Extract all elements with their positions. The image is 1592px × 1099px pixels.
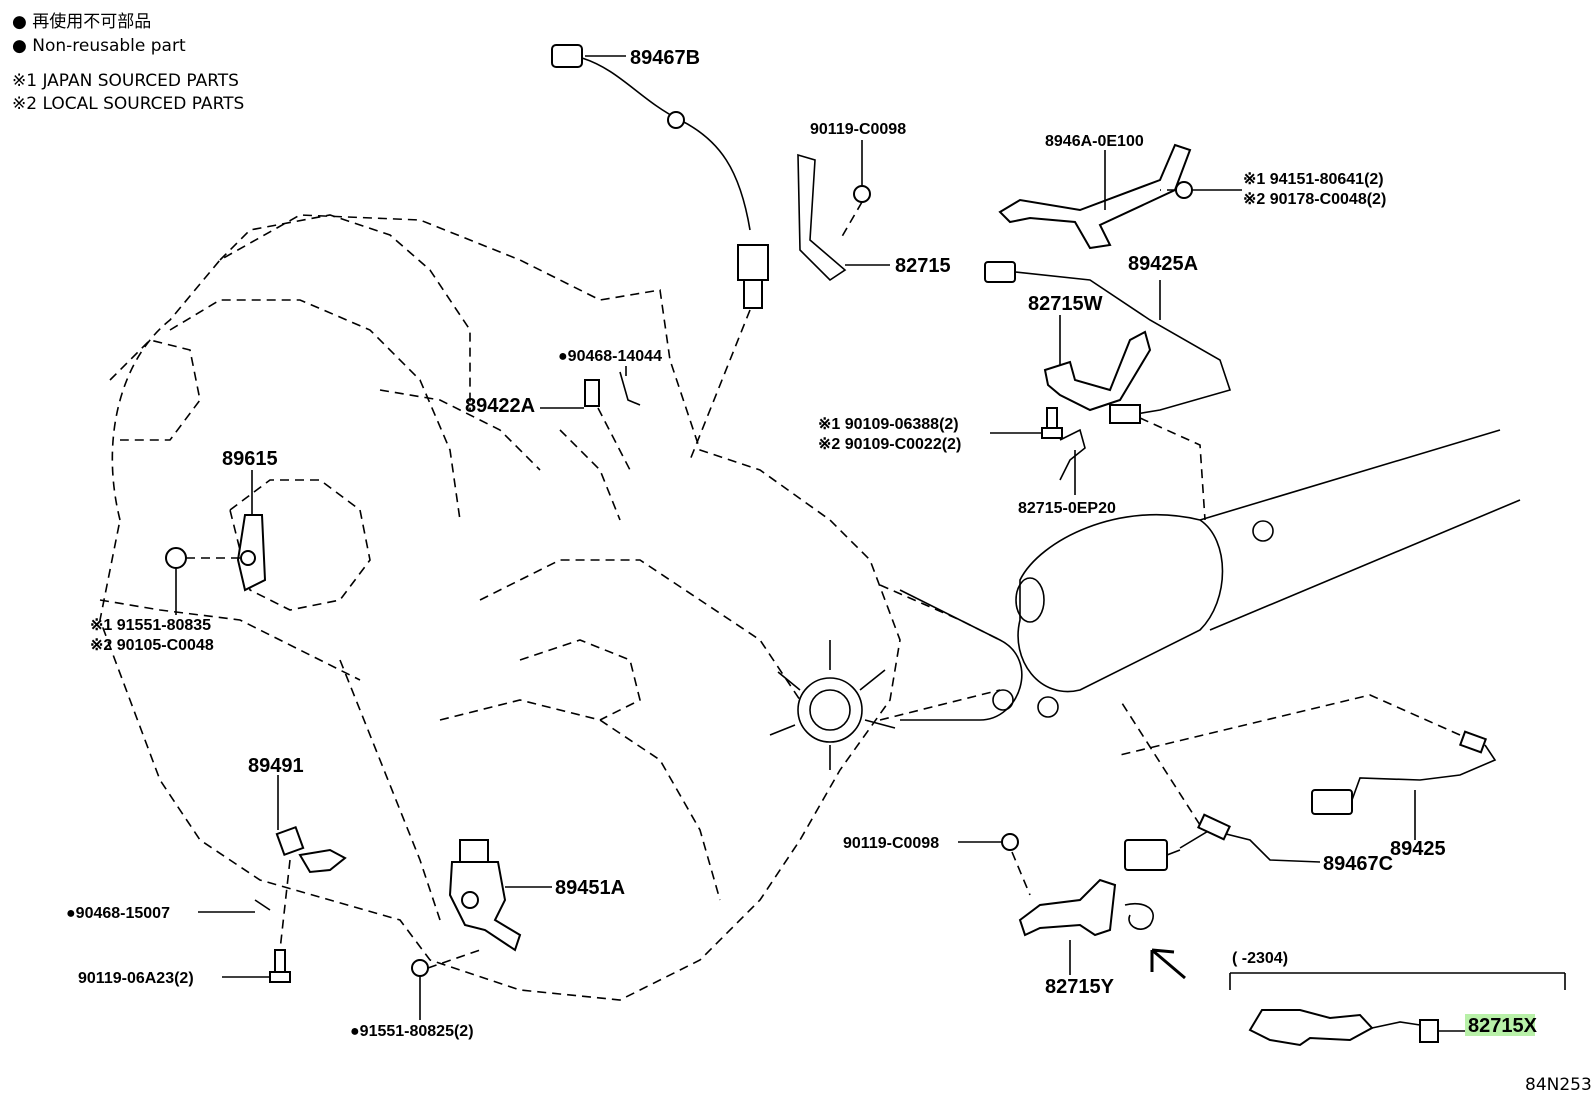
label-91551-80825[interactable]: ●91551-80825(2) xyxy=(350,1023,474,1040)
label-89491[interactable]: 89491 xyxy=(248,755,304,777)
sensor-89467c[interactable] xyxy=(1119,699,1321,871)
label-range: ( -2304) xyxy=(1232,950,1288,967)
label-89615[interactable]: 89615 xyxy=(222,448,278,470)
bracket-82715w[interactable] xyxy=(1043,315,1152,412)
label-89467c[interactable]: 89467C xyxy=(1323,853,1393,875)
label-94151-80641[interactable]: ※1 94151-80641(2) xyxy=(1243,171,1384,188)
bracket-8946a[interactable] xyxy=(998,143,1242,250)
bell-housing-hub xyxy=(769,640,896,770)
label-90119-c0098-bot[interactable]: 90119-C0098 xyxy=(843,835,939,852)
label-90119-06a23[interactable]: 90119-06A23(2) xyxy=(78,970,194,987)
bolt-90109[interactable] xyxy=(990,407,1086,495)
label-90178-c0048[interactable]: ※2 90178-C0048(2) xyxy=(1243,191,1386,208)
range-group-82715x[interactable]: ( -2304) xyxy=(1229,950,1566,1047)
label-89425a[interactable]: 89425A xyxy=(1128,253,1198,275)
label-82715[interactable]: 82715 xyxy=(895,255,951,277)
engine-transaxle-outline xyxy=(99,214,1001,1001)
sensor-89491[interactable] xyxy=(198,775,347,983)
diagram-code: 84N253C xyxy=(1525,1075,1592,1095)
sensor-89467b[interactable] xyxy=(551,44,769,461)
legend: ● 再使用不可部品 ● Non-reusable part ※1 JAPAN S… xyxy=(12,11,244,114)
label-82715x[interactable]: 82715X xyxy=(1468,1015,1538,1037)
label-90468-14044[interactable]: ●90468-14044 xyxy=(558,348,662,365)
exhaust-pipe xyxy=(899,429,1521,721)
highlight-82715x xyxy=(1465,1014,1535,1036)
label-82715w[interactable]: 82715W xyxy=(1028,293,1103,315)
label-8946a-0e100[interactable]: 8946A-0E100 xyxy=(1045,133,1144,150)
label-82715y[interactable]: 82715Y xyxy=(1045,976,1115,998)
legend-local-sourced: ※2 LOCAL SOURCED PARTS xyxy=(12,94,244,114)
label-89467b[interactable]: 89467B xyxy=(630,47,700,69)
legend-nonreusable-jp: ● 再使用不可部品 xyxy=(12,11,151,32)
bracket-82715[interactable] xyxy=(797,140,890,282)
label-90105-c0048[interactable]: ※2 90105-C0048 xyxy=(90,637,214,654)
bracket-82715y[interactable] xyxy=(958,833,1186,980)
legend-nonreusable-en: ● Non-reusable part xyxy=(12,36,186,56)
label-90119-c0098-top[interactable]: 90119-C0098 xyxy=(810,121,906,138)
label-89422a[interactable]: 89422A xyxy=(465,395,535,417)
label-82715-0ep20[interactable]: 82715-0EP20 xyxy=(1018,500,1116,517)
sensor-89422a[interactable] xyxy=(540,366,641,471)
label-89451a[interactable]: 89451A xyxy=(555,877,625,899)
label-90109-c0022[interactable]: ※2 90109-C0022(2) xyxy=(818,436,961,453)
label-91551-80835[interactable]: ※1 91551-80835 xyxy=(90,617,211,634)
sensor-89425a[interactable] xyxy=(984,261,1232,521)
switch-89451a[interactable] xyxy=(411,839,552,1020)
label-89425[interactable]: 89425 xyxy=(1390,838,1446,860)
label-90468-15007[interactable]: ●90468-15007 xyxy=(66,905,170,922)
sensor-89615[interactable] xyxy=(165,470,267,615)
legend-japan-sourced: ※1 JAPAN SOURCED PARTS xyxy=(12,71,239,91)
sensor-89425[interactable] xyxy=(1119,694,1497,840)
label-90109-06388[interactable]: ※1 90109-06388(2) xyxy=(818,416,959,433)
